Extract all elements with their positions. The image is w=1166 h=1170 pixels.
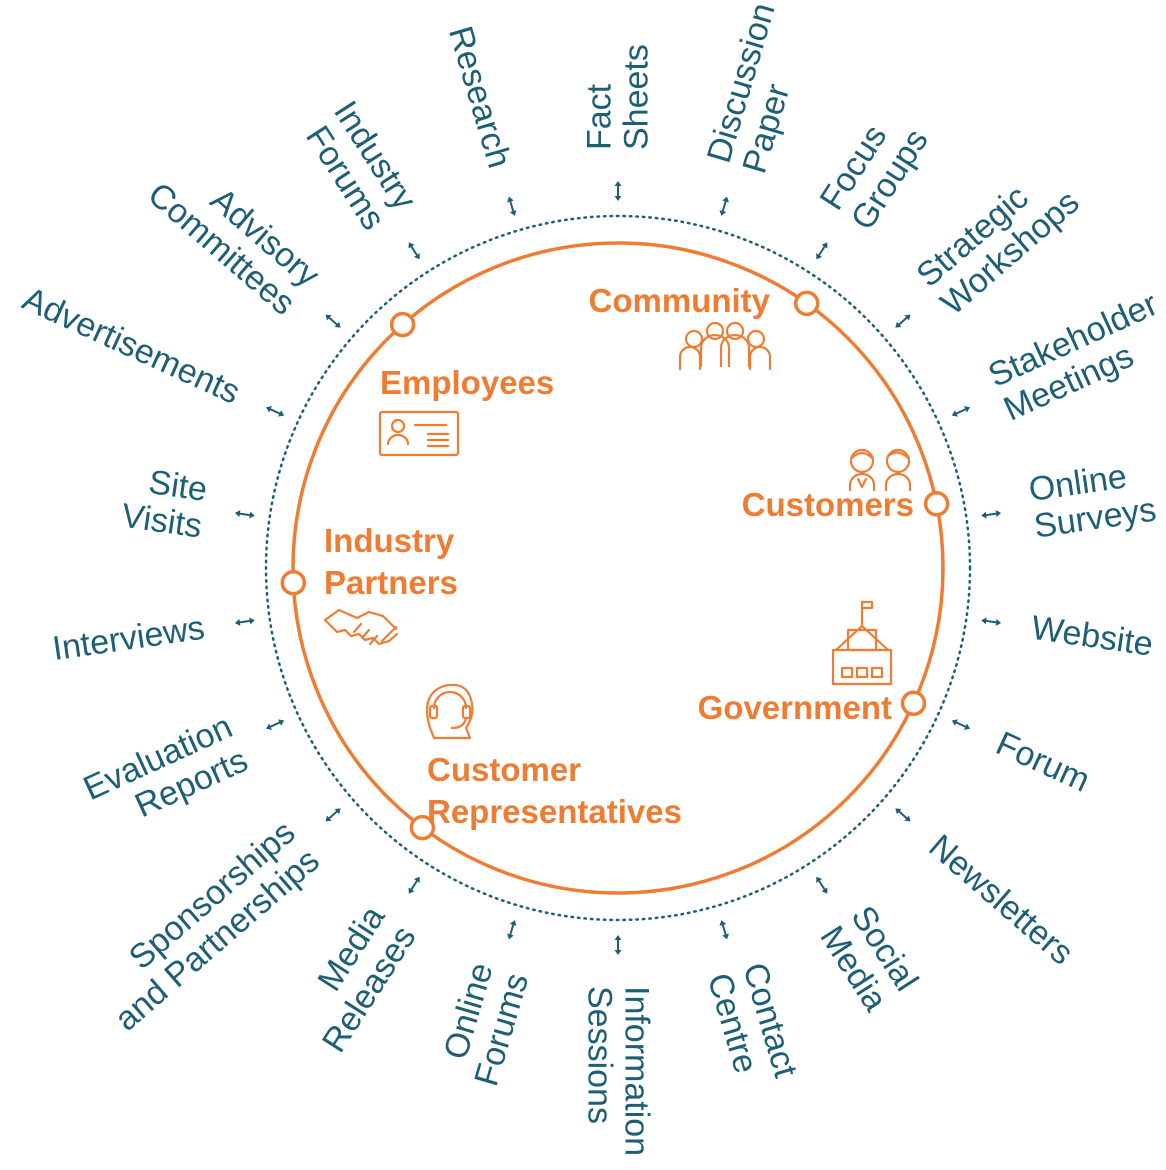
stakeholder-label-employees: Employees xyxy=(380,364,554,401)
stakeholder-node-government xyxy=(900,690,927,717)
bidirectional-arrow-icon xyxy=(895,314,911,328)
stakeholder-node-industry-partners xyxy=(280,569,307,596)
outer-dotted-ring xyxy=(264,214,972,922)
channel-label-online-forums: OnlineForums xyxy=(432,959,536,1091)
bidirectional-arrow-icon xyxy=(408,876,420,894)
channel-label-evaluation-reports: EvaluationReports xyxy=(78,707,254,841)
bidirectional-arrow-icon xyxy=(719,920,729,940)
bidirectional-arrow-icon xyxy=(507,920,517,940)
channel-label-focus-groups: FocusGroups xyxy=(812,102,935,236)
channel-label-stakeholder-meetings: StakeholderMeetings xyxy=(983,285,1166,429)
headset-agent-icon xyxy=(426,683,474,740)
channel-label-advisory-committees: AdvisoryCommittees xyxy=(140,147,326,322)
channel-label-discussion-paper: DiscussionPaper xyxy=(700,0,818,177)
bidirectional-arrow-icon xyxy=(951,406,971,417)
channel-label-media-releases: MediaReleases xyxy=(284,899,424,1059)
bidirectional-arrow-icon xyxy=(234,510,255,519)
bidirectional-arrow-icon xyxy=(981,510,1002,519)
bidirectional-arrow-icon xyxy=(816,876,828,894)
bidirectional-arrow-icon xyxy=(614,935,622,955)
stakeholder-node-employees xyxy=(389,311,416,338)
bidirectional-arrow-icon xyxy=(408,242,420,260)
stakeholder-label-government: Government xyxy=(698,689,892,726)
channel-label-forum: Forum xyxy=(990,724,1095,799)
bidirectional-arrow-icon xyxy=(951,719,971,730)
bidirectional-arrow-icon xyxy=(895,808,911,822)
bidirectional-arrow-icon xyxy=(265,406,285,417)
arrows-layer xyxy=(234,181,1002,955)
stakeholder-node-community xyxy=(793,290,820,317)
channel-label-fact-sheets: FactSheets xyxy=(581,44,656,150)
bidirectional-arrow-icon xyxy=(981,617,1002,626)
id-card-icon xyxy=(378,410,460,457)
channel-label-advertisements: Advertisements xyxy=(17,280,246,412)
channel-label-online-surveys: OnlineSurveys xyxy=(1026,454,1158,546)
bidirectional-arrow-icon xyxy=(325,314,341,328)
stakeholder-label-community: Community xyxy=(589,282,771,319)
channel-label-information-sessions: InformationSessions xyxy=(581,986,656,1156)
handshake-icon xyxy=(323,608,399,646)
channel-label-website: Website xyxy=(1029,609,1155,664)
channel-label-site-visits: SiteVisits xyxy=(119,460,209,546)
channel-label-newsletters: Newsletters xyxy=(921,827,1080,972)
bidirectional-arrow-icon xyxy=(265,719,285,730)
inner-stakeholder-ring xyxy=(291,241,945,895)
bidirectional-arrow-icon xyxy=(325,808,341,822)
stakeholder-label-customers: Customers xyxy=(742,486,914,523)
channel-label-social-media: SocialMedia xyxy=(812,899,925,1018)
bidirectional-arrow-icon xyxy=(234,617,255,626)
government-building-icon xyxy=(831,600,893,686)
channel-label-contact-centre: ContactCentre xyxy=(700,959,805,1093)
channel-label-research: Research xyxy=(441,22,518,172)
bidirectional-arrow-icon xyxy=(507,196,517,216)
bidirectional-arrow-icon xyxy=(816,242,828,260)
channel-label-industry-forums: IndustryForums xyxy=(295,94,423,236)
bidirectional-arrow-icon xyxy=(719,196,729,216)
channel-label-sponsorships-and-partnerships: Sponsorshipsand Partnerships xyxy=(83,813,326,1038)
two-people-icon xyxy=(848,448,912,492)
bidirectional-arrow-icon xyxy=(614,181,622,201)
channel-label-interviews: Interviews xyxy=(50,609,207,668)
stakeholder-node-customers xyxy=(923,491,950,517)
stakeholder-node-customer-representatives xyxy=(409,814,436,841)
group-of-people-icon xyxy=(678,321,772,371)
channel-label-strategic-workshops: StrategicWorkshops xyxy=(909,155,1086,323)
